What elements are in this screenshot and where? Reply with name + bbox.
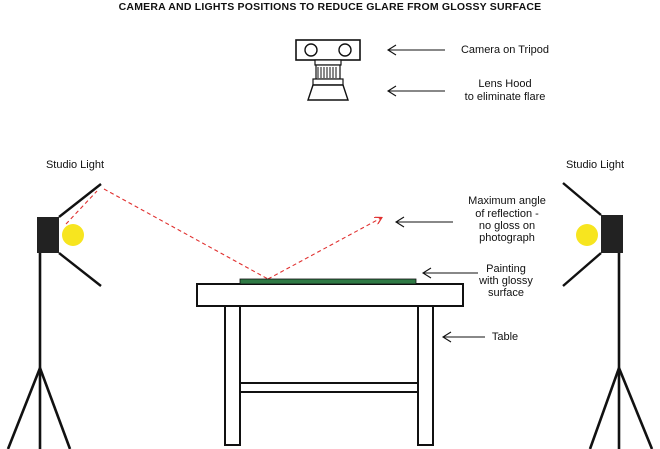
table-arrow-icon: [441, 331, 485, 343]
left-studio-light-label: Studio Light: [45, 159, 105, 171]
table-label: Table: [491, 331, 519, 343]
left-studio-light-icon: [6, 183, 102, 449]
lens-icon: [315, 64, 341, 80]
camera-arrow-icon: [386, 44, 445, 56]
left-bulb-icon: [62, 224, 84, 246]
right-studio-light-icon: [562, 182, 654, 449]
lens-hood-icon: [307, 78, 349, 101]
right-bulb-icon: [576, 224, 598, 246]
camera-icon: [295, 39, 361, 66]
painting-icon: [239, 278, 417, 285]
right-studio-light-label: Studio Light: [565, 159, 625, 171]
diagram-title: CAMERA AND LIGHTS POSITIONS TO REDUCE GL…: [118, 1, 542, 13]
reflection-label-line4: photograph: [479, 232, 535, 244]
painting-label-line1: Painting: [486, 263, 526, 275]
painting-arrow-icon: [421, 267, 478, 279]
reflection-label-line2: of reflection -: [475, 208, 539, 220]
reflection-label-line3: no gloss on: [478, 220, 536, 232]
reflection-label-line1: Maximum angle: [468, 195, 546, 207]
reflection-arrow-icon: [394, 216, 453, 228]
camera-label: Camera on Tripod: [460, 44, 550, 56]
lens-hood-label-line1: Lens Hood: [478, 78, 532, 90]
lens-hood-arrow-icon: [386, 85, 445, 97]
reflection-rays: [65, 188, 381, 280]
painting-label-line2: with glossy: [479, 275, 533, 287]
table-icon: [196, 283, 464, 446]
painting-label-line3: surface: [487, 287, 525, 299]
lens-hood-label-line2: to eliminate flare: [464, 91, 546, 103]
